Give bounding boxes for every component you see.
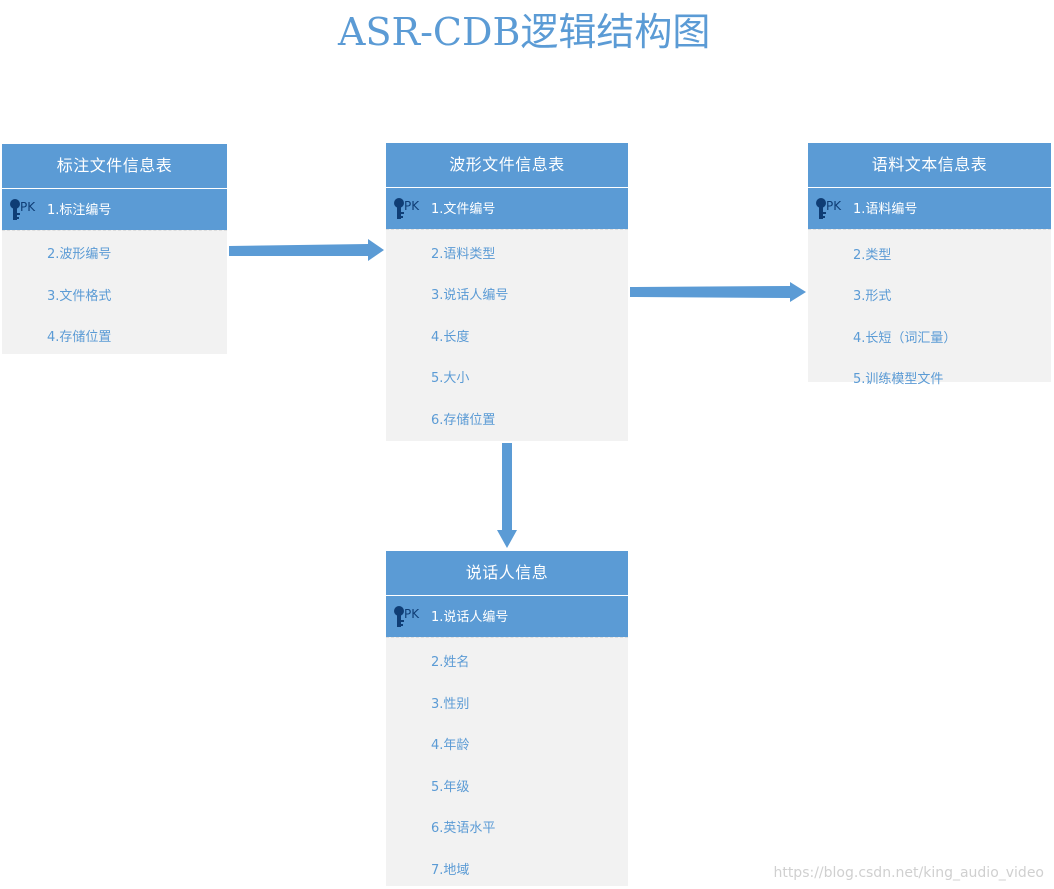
field-item: 4.存储位置	[47, 330, 112, 345]
arrow-down	[497, 443, 517, 548]
row-divider	[808, 229, 1051, 230]
field-item: 6.英语水平	[431, 821, 496, 836]
field-item: 3.性别	[431, 697, 470, 712]
table-header: 波形文件信息表	[386, 143, 628, 187]
field-item: 3.说话人编号	[431, 288, 509, 303]
field-item: 1.标注编号	[47, 203, 112, 218]
pk-row: PK 1.说话人编号	[386, 595, 628, 637]
table-header: 说话人信息	[386, 551, 628, 595]
row-divider	[386, 229, 628, 230]
field-item: 3.文件格式	[47, 289, 112, 304]
pk-row: PK 1.语料编号	[808, 187, 1051, 229]
field-item: 4.年龄	[431, 738, 470, 753]
field-item: 3.形式	[853, 289, 892, 304]
table-header: 语料文本信息表	[808, 143, 1051, 187]
key-icon	[10, 199, 20, 220]
field-item: 2.语料类型	[431, 247, 496, 262]
pk-label: PK	[20, 200, 36, 214]
field-item: 5.年级	[431, 780, 470, 795]
table-waveform: 波形文件信息表 PK 1.文件编号 2.语料类型 3.说话人编号 4.长度 5.…	[386, 143, 628, 441]
field-item: 1.说话人编号	[431, 610, 509, 625]
field-item: 1.文件编号	[431, 202, 496, 217]
field-item: 6.存储位置	[431, 413, 496, 428]
row-divider	[386, 637, 628, 638]
field-item: 7.地域	[431, 863, 470, 878]
field-item: 5.训练模型文件	[853, 372, 944, 387]
pk-row: PK 1.标注编号	[2, 188, 227, 230]
field-item: 4.长短（词汇量）	[853, 331, 957, 346]
table-annotation: 标注文件信息表 PK 1.标注编号 2.波形编号 3.文件格式 4.存储位置	[2, 144, 227, 354]
arrow-right	[229, 239, 384, 261]
table-speaker: 说话人信息 PK 1.说话人编号 2.姓名 3.性别 4.年龄 5.年级 6.英…	[386, 551, 628, 886]
pk-label: PK	[826, 199, 842, 213]
diagram-title: ASR-CDB逻辑结构图	[338, 10, 711, 54]
table-corpus-text: 语料文本信息表 PK 1.语料编号 2.类型 3.形式 4.长短（词汇量） 5.…	[808, 143, 1051, 387]
field-item: 2.波形编号	[47, 247, 112, 262]
pk-row: PK 1.文件编号	[386, 187, 628, 229]
key-icon	[816, 198, 826, 219]
key-icon	[394, 198, 404, 219]
table-header: 标注文件信息表	[2, 144, 227, 188]
field-item: 1.语料编号	[853, 202, 918, 217]
pk-label: PK	[404, 607, 420, 621]
watermark: https://blog.csdn.net/king_audio_video	[773, 865, 1044, 881]
key-icon	[394, 606, 404, 627]
row-divider	[2, 230, 227, 231]
field-item: 2.姓名	[431, 655, 470, 670]
field-item: 2.类型	[853, 248, 892, 263]
field-item: 5.大小	[431, 371, 470, 386]
pk-label: PK	[404, 199, 420, 213]
arrow-right	[630, 282, 806, 302]
field-item: 4.长度	[431, 330, 470, 345]
